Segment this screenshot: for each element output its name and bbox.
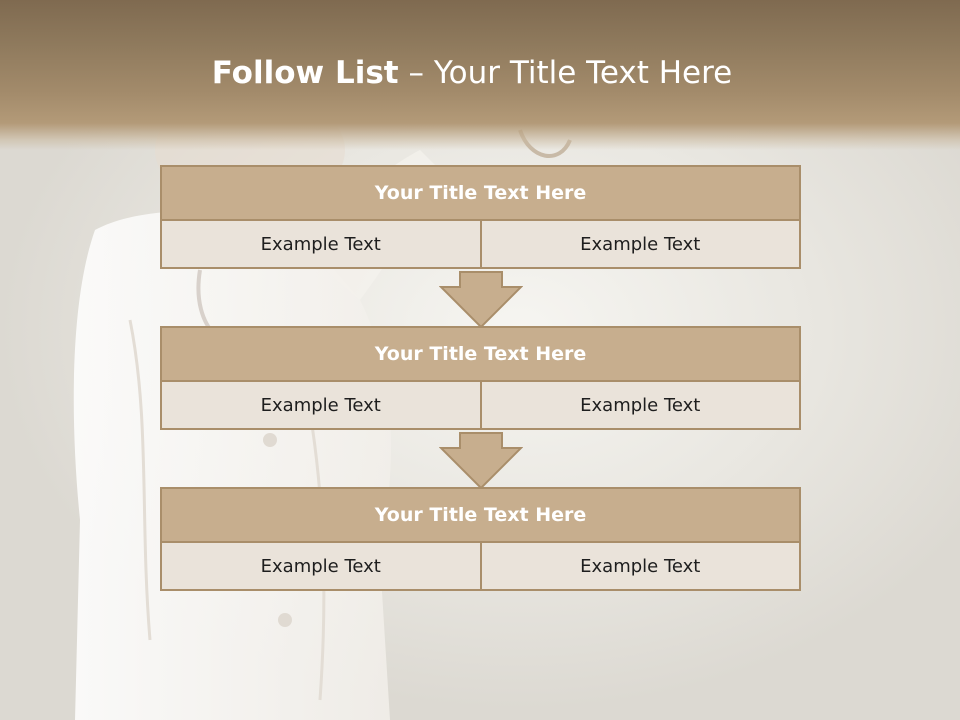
list-block-2: Your Title Text Here Example Text Exampl…: [160, 326, 801, 430]
block-title: Your Title Text Here: [160, 165, 801, 221]
block-cell-right: Example Text: [479, 380, 801, 430]
down-arrow-icon: [439, 271, 523, 329]
block-cell-left: Example Text: [160, 380, 482, 430]
block-cell-left: Example Text: [160, 219, 482, 269]
slide-title-bold: Follow List: [211, 55, 399, 91]
block-cell-left: Example Text: [160, 541, 482, 591]
block-title: Your Title Text Here: [160, 487, 801, 543]
block-cell-right: Example Text: [479, 541, 801, 591]
list-block-3: Your Title Text Here Example Text Exampl…: [160, 487, 801, 591]
slide-title-rest: – Your Title Text Here: [398, 55, 733, 91]
block-row: Example Text Example Text: [160, 219, 801, 269]
slide-title: Follow List – Your Title Text Here: [0, 55, 944, 91]
down-arrow-icon: [439, 432, 523, 490]
list-block-1: Your Title Text Here Example Text Exampl…: [160, 165, 801, 269]
header-band: [0, 0, 960, 150]
block-row: Example Text Example Text: [160, 380, 801, 430]
block-cell-right: Example Text: [479, 219, 801, 269]
block-title: Your Title Text Here: [160, 326, 801, 382]
block-row: Example Text Example Text: [160, 541, 801, 591]
